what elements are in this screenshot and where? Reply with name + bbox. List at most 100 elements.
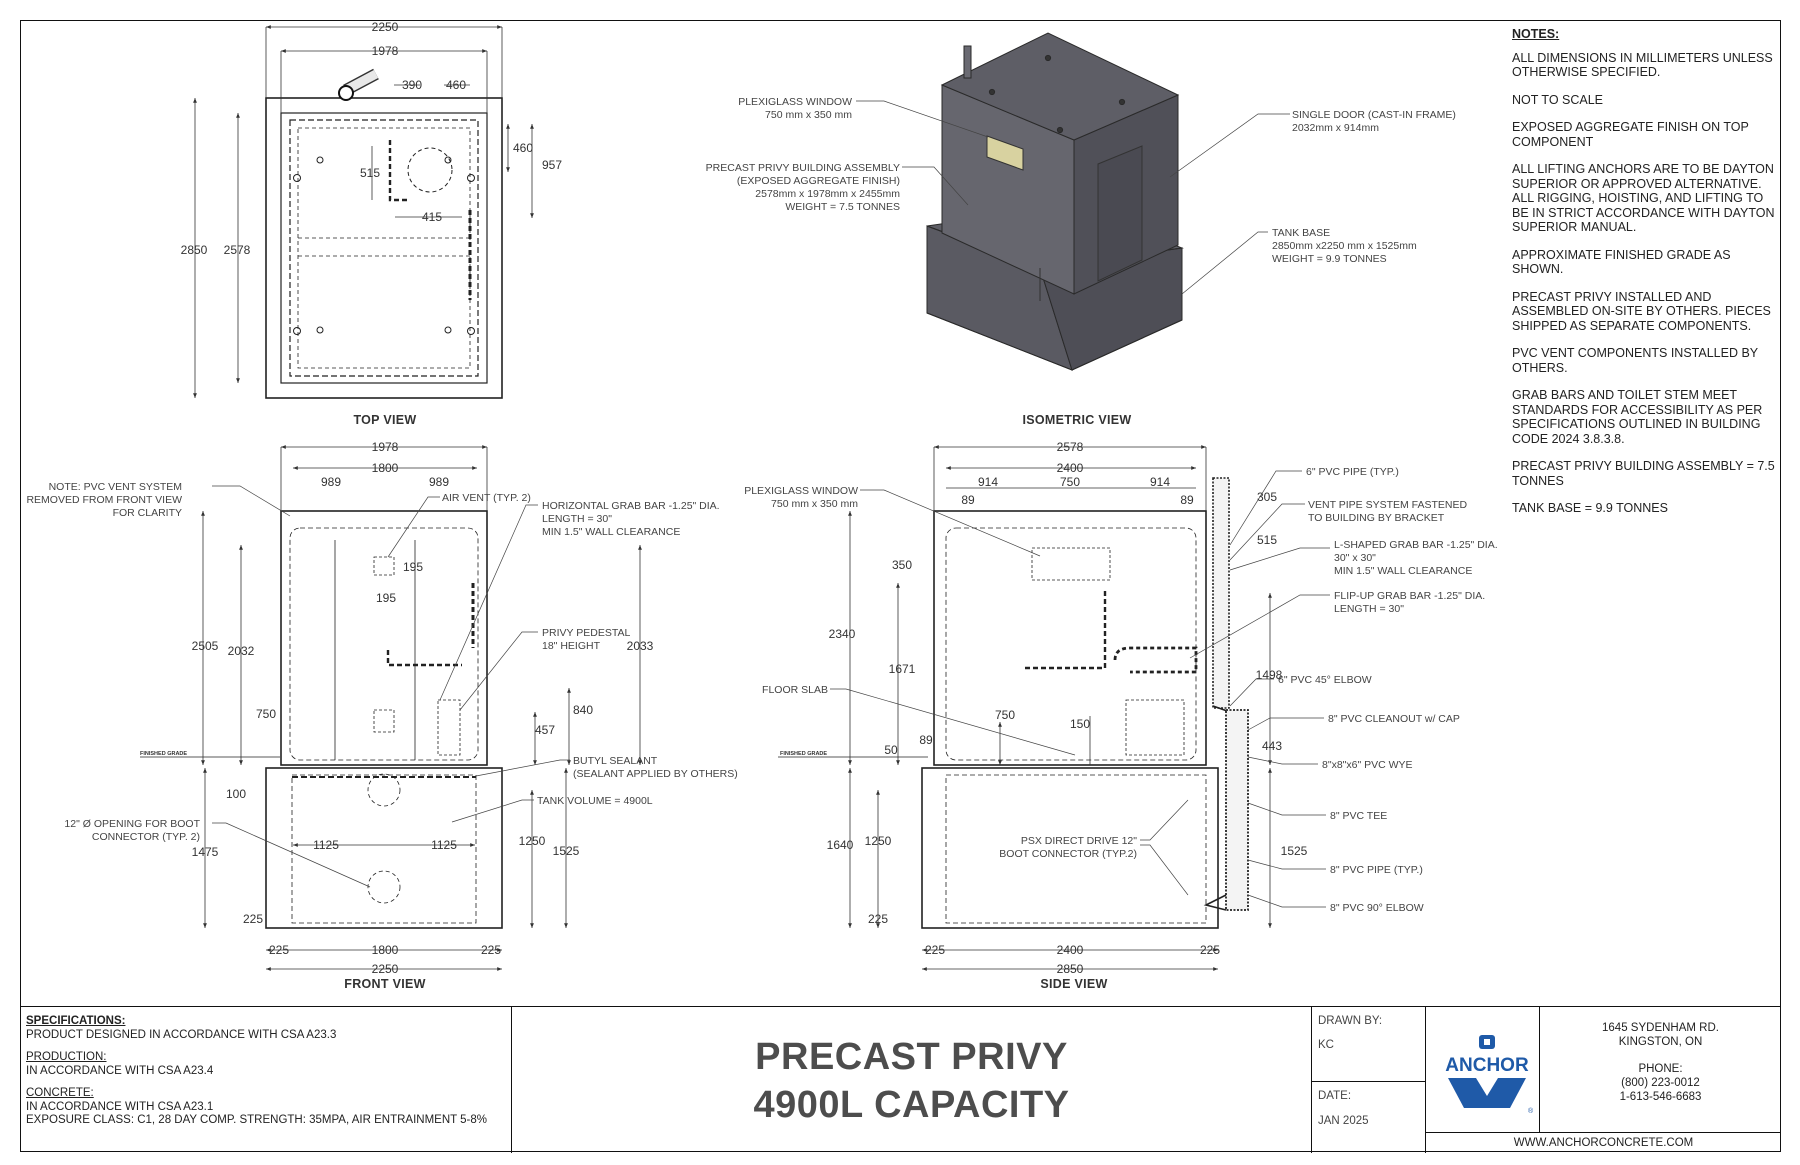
svg-text:750 mm x 350 mm: 750 mm x 350 mm <box>771 498 858 510</box>
address-cell: 1645 SYDENHAM RD. KINGSTON, ON PHONE: (8… <box>1540 1007 1781 1132</box>
svg-text:750: 750 <box>995 708 1015 722</box>
svg-text:2033: 2033 <box>627 639 654 653</box>
svg-text:1671: 1671 <box>889 662 916 676</box>
svg-text:350: 350 <box>892 558 912 572</box>
svg-text:1475: 1475 <box>192 845 219 859</box>
drawing-sheet <box>20 20 1781 1152</box>
iso-building-top <box>940 32 1180 141</box>
svg-text:150: 150 <box>1070 717 1090 731</box>
svg-text:PRIVY PEDESTAL: PRIVY PEDESTAL <box>542 627 630 639</box>
svg-text:NOTE: PVC VENT SYSTEM: NOTE: PVC VENT SYSTEM <box>49 481 182 493</box>
svg-text:LENGTH = 30": LENGTH = 30" <box>1334 603 1404 615</box>
svg-text:WEIGHT = 7.5 TONNES: WEIGHT = 7.5 TONNES <box>785 201 900 213</box>
svg-text:HORIZONTAL GRAB BAR -1.25" DIA: HORIZONTAL GRAB BAR -1.25" DIA. <box>542 500 720 512</box>
svg-text:1525: 1525 <box>1281 844 1308 858</box>
address-line1: 1645 SYDENHAM RD. <box>1602 1022 1719 1034</box>
date-label: DATE: <box>1318 1090 1352 1102</box>
anchor-logo: ANCHOR ® <box>1445 1035 1534 1115</box>
svg-text:1640: 1640 <box>827 838 854 852</box>
svg-text:8" PVC 90° ELBOW: 8" PVC 90° ELBOW <box>1330 902 1424 914</box>
svg-text:2505: 2505 <box>192 639 219 653</box>
svg-text:457: 457 <box>535 723 555 737</box>
svg-text:FINISHED GRADE: FINISHED GRADE <box>140 751 187 757</box>
svg-text:FLIP-UP GRAB BAR -1.25" DIA.: FLIP-UP GRAB BAR -1.25" DIA. <box>1334 590 1485 602</box>
note-item: PRECAST PRIVY BUILDING ASSEMBLY = 7.5 TO… <box>1512 459 1775 488</box>
note-item: TANK BASE = 9.9 TONNES <box>1512 501 1668 515</box>
side-view-title: SIDE VIEW <box>1040 977 1107 991</box>
notes-heading: NOTES: <box>1512 27 1560 41</box>
svg-text:2340: 2340 <box>829 627 856 641</box>
svg-text:6" PVC 45° ELBOW: 6" PVC 45° ELBOW <box>1278 674 1372 686</box>
svg-text:443: 443 <box>1262 739 1282 753</box>
svg-text:8"x8"x6" PVC WYE: 8"x8"x6" PVC WYE <box>1322 759 1413 771</box>
svg-text:225: 225 <box>243 912 263 926</box>
svg-text:2850: 2850 <box>181 243 208 257</box>
front-view-building <box>280 510 488 766</box>
svg-text:2578mm x 1978mm x 2455mm: 2578mm x 1978mm x 2455mm <box>755 188 900 200</box>
drawing-title-cell: PRECAST PRIVY 4900L CAPACITY <box>512 1007 1312 1153</box>
svg-text:2400: 2400 <box>1057 461 1084 475</box>
svg-text:LENGTH = 30": LENGTH = 30" <box>542 513 612 525</box>
svg-text:750: 750 <box>256 707 276 721</box>
drawing-title-line1: PRECAST PRIVY <box>755 1036 1068 1078</box>
svg-text:PLEXIGLASS WINDOW: PLEXIGLASS WINDOW <box>744 485 858 497</box>
note-item: GRAB BARS AND TOILET STEM MEET STANDARDS… <box>1512 388 1763 446</box>
svg-text:2400: 2400 <box>1057 943 1084 957</box>
svg-text:8" PVC PIPE (TYP.): 8" PVC PIPE (TYP.) <box>1330 864 1423 876</box>
svg-text:8" PVC CLEANOUT w/ CAP: 8" PVC CLEANOUT w/ CAP <box>1328 713 1460 725</box>
note-item: ALL LIFTING ANCHORS ARE TO BE DAYTON SUP… <box>1512 162 1775 234</box>
drawn-by-value: KC <box>1318 1039 1334 1051</box>
svg-text:225: 225 <box>925 943 945 957</box>
iso-door <box>1097 145 1143 282</box>
svg-text:415: 415 <box>422 210 442 224</box>
svg-text:TANK BASE: TANK BASE <box>1272 227 1330 239</box>
website-link[interactable]: WWW.ANCHORCONCRETE.COM <box>1426 1132 1781 1153</box>
front-callouts: NOTE: PVC VENT SYSTEM REMOVED FROM FRONT… <box>26 481 737 843</box>
svg-text:8" PVC TEE: 8" PVC TEE <box>1330 810 1387 822</box>
side-view-vent-system <box>1203 477 1249 911</box>
specifications-cell: SPECIFICATIONS: PRODUCT DESIGNED IN ACCO… <box>20 1007 512 1153</box>
concrete-text: EXPOSURE CLASS: C1, 28 DAY COMP. STRENGT… <box>26 1114 487 1126</box>
iso-window <box>986 135 1024 171</box>
top-view-dimensions: 2250 1978 390 460 460 957 515 415 2850 2… <box>181 20 563 257</box>
front-view-title: FRONT VIEW <box>344 977 425 991</box>
svg-text:225: 225 <box>1200 943 1220 957</box>
svg-text:BUTYL SEALANT: BUTYL SEALANT <box>573 755 658 767</box>
svg-text:1800: 1800 <box>372 943 399 957</box>
svg-text:195: 195 <box>376 591 396 605</box>
svg-text:FOR CLARITY: FOR CLARITY <box>113 507 182 519</box>
side-view <box>778 445 1272 971</box>
svg-text:305: 305 <box>1257 490 1277 504</box>
svg-text:750: 750 <box>1060 475 1080 489</box>
note-item: ALL DIMENSIONS IN MILLIMETERS UNLESS OTH… <box>1512 50 1773 80</box>
iso-vent-stack <box>963 45 972 79</box>
svg-text:PSX DIRECT DRIVE 12": PSX DIRECT DRIVE 12" <box>1021 835 1137 847</box>
note-item: PVC VENT COMPONENTS INSTALLED BY OTHERS. <box>1512 346 1758 375</box>
svg-text:2032: 2032 <box>228 644 255 658</box>
svg-text:2250: 2250 <box>372 962 399 976</box>
svg-text:VENT PIPE SYSTEM FASTENED: VENT PIPE SYSTEM FASTENED <box>1308 499 1468 511</box>
svg-text:50: 50 <box>884 743 898 757</box>
title-block: SPECIFICATIONS: PRODUCT DESIGNED IN ACCO… <box>20 1006 1781 1153</box>
svg-text:6" PVC PIPE (TYP.): 6" PVC PIPE (TYP.) <box>1306 466 1399 478</box>
svg-text:L-SHAPED GRAB BAR -1.25" DIA.: L-SHAPED GRAB BAR -1.25" DIA. <box>1334 539 1498 551</box>
svg-text:2850mm x2250 mm x 1525mm: 2850mm x2250 mm x 1525mm <box>1272 240 1417 252</box>
svg-text:BOOT CONNECTOR (TYP.2): BOOT CONNECTOR (TYP.2) <box>999 848 1137 860</box>
svg-text:2250: 2250 <box>372 20 399 34</box>
notes-panel: NOTES: ALL DIMENSIONS IN MILLIMETERS UNL… <box>1512 27 1777 529</box>
svg-text:914: 914 <box>1150 475 1170 489</box>
svg-text:2578: 2578 <box>224 243 251 257</box>
svg-text:515: 515 <box>1257 533 1277 547</box>
svg-text:AIR VENT (TYP. 2): AIR VENT (TYP. 2) <box>442 492 531 504</box>
svg-text:89: 89 <box>919 733 933 747</box>
svg-text:1125: 1125 <box>431 838 457 852</box>
svg-text:840: 840 <box>573 703 593 717</box>
svg-text:460: 460 <box>446 78 466 92</box>
side-view-building <box>933 510 1207 766</box>
front-view-tank <box>265 767 503 929</box>
drawn-by-label: DRAWN BY: <box>1318 1015 1383 1027</box>
svg-text:1498: 1498 <box>1256 668 1283 682</box>
svg-text:989: 989 <box>321 475 341 489</box>
svg-text:(SEALANT APPLIED BY OTHERS): (SEALANT APPLIED BY OTHERS) <box>573 768 738 780</box>
svg-text:750 mm x 350 mm: 750 mm x 350 mm <box>765 109 852 121</box>
